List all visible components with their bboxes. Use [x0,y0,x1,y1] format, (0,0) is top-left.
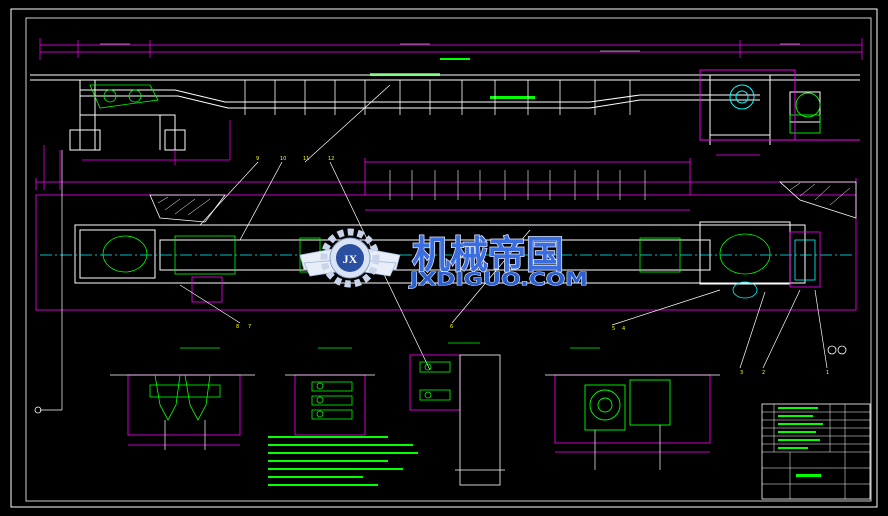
balloon-10: 10 [280,156,286,162]
section-detail-4 [545,347,720,470]
title-block [761,403,871,500]
watermark: JX 机械帝国 JXDIGUO.COM [299,228,589,291]
balloon-1: 1 [826,370,829,376]
balloon-2: 2 [762,370,765,376]
plan-view [35,158,857,311]
balloon-6: 6 [450,324,453,330]
balloon-4: 4 [622,326,625,332]
hatched-zone-right [778,181,857,219]
technical-notes [268,436,418,486]
logo-letters: JX [343,252,358,266]
brand-name-en: JXDIGUO.COM [407,269,588,290]
balloon-3: 3 [740,370,743,376]
balloon-labels: 9 10 11 12 8 7 6 5 4 3 2 1 [236,156,829,376]
sheet-inner-frame [25,17,872,502]
gear-logo-icon: JX [320,228,380,288]
circle-markers [34,345,847,414]
balloon-8: 8 [236,324,239,330]
section-detail-1 [110,347,255,450]
balloon-7: 7 [248,324,251,330]
balloon-11: 11 [303,156,309,162]
brand-name-cn: 机械帝国 [412,233,564,277]
section-detail-3 [409,342,505,486]
balloon-5: 5 [612,326,615,332]
hatched-zone-left [149,194,226,223]
balloon-9: 9 [256,156,259,162]
balloon-12: 12 [328,156,334,162]
elevation-view [30,38,863,190]
sheet-frame [10,8,878,508]
